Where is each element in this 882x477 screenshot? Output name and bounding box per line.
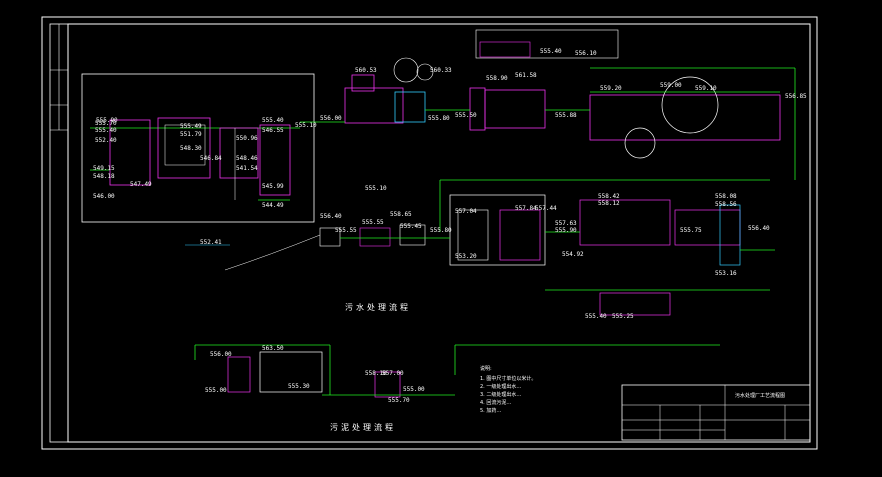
elev-label: 552.41 [200, 239, 222, 246]
clarifier-section: 557.04 557.84 557.44 557.63 558.42 558.1… [439, 179, 775, 375]
elev-label: 555.40 [540, 48, 562, 55]
elev-label: 557.84 [515, 205, 537, 212]
elev-label: 559.20 [600, 85, 622, 92]
elev-label: 541.54 [236, 165, 258, 172]
binding-strip [49, 23, 69, 443]
elev-label: 559.00 [660, 82, 682, 89]
elev-label: 548.18 [93, 173, 115, 180]
elev-label: 555.70 [388, 397, 410, 404]
elev-label: 558.10 [365, 370, 387, 377]
dosing-unit: 555.40 555.25 [585, 292, 671, 320]
sludge-section-title: 污泥处理流程 [330, 422, 396, 432]
elev-label: 550.96 [236, 135, 258, 142]
elev-label: 551.79 [180, 131, 202, 138]
elev-label: 548.46 [236, 155, 258, 162]
elev-label: 558.12 [598, 200, 620, 207]
elev-label: 553.20 [455, 253, 477, 260]
aeration-basin: 555.40 556.10 558.90 561.58 559.20 559.1… [455, 29, 807, 180]
elev-label: 558.90 [486, 75, 508, 82]
elev-label: 557.04 [455, 208, 477, 215]
elev-label: 549.15 [93, 165, 115, 172]
elev-label: 552.40 [95, 137, 117, 144]
inlet-structures: 560.53 560.33 556.00 555.10 555.80 555.1… [295, 57, 460, 192]
elev-label: 555.45 [400, 223, 422, 230]
elev-label: 560.53 [355, 67, 377, 74]
elev-label: 555.75 [680, 227, 702, 234]
elev-label: 547.49 [130, 181, 152, 188]
elev-label: 555.30 [288, 383, 310, 390]
elev-label: 558.08 [715, 193, 737, 200]
elev-label: 555.90 [555, 227, 577, 234]
elev-label: 559.10 [695, 85, 717, 92]
note-line: 1. 图中尺寸单位以米计。 [480, 375, 536, 382]
note-line: 3. 二级处理出水… [480, 391, 521, 398]
elev-label: 558.65 [390, 211, 412, 218]
elev-label: 555.55 [335, 227, 357, 234]
elev-label: 555.10 [295, 122, 317, 129]
outfall-section: 552.41 556.40 555.55 555.55 558.65 555.4… [185, 211, 452, 271]
elev-label: 555.88 [555, 112, 577, 119]
elev-label: 555.40 [95, 127, 117, 134]
outer-frame [41, 16, 818, 450]
title-block: 污水处理厂工艺流程图 [621, 384, 811, 441]
elev-label: 555.00 [205, 387, 227, 394]
elev-label: 555.40 [585, 313, 607, 320]
elev-label: 546.55 [262, 127, 284, 134]
elev-label: 555.90 [96, 117, 118, 124]
notes-heading: 说明: [480, 365, 492, 372]
elev-label: 555.80 [430, 227, 452, 234]
elev-label: 546.84 [200, 155, 222, 162]
elev-label: 555.50 [455, 112, 477, 119]
elev-label: 556.85 [785, 93, 807, 100]
elev-label: 555.25 [612, 313, 634, 320]
elev-label: 556.40 [748, 225, 770, 232]
note-line: 2. 一级处理出水… [480, 383, 521, 390]
inset-detail-box: 555.70 555.90 555.40 552.40 549.15 548.1… [81, 73, 315, 223]
elev-label: 546.00 [93, 193, 115, 200]
elev-label: 555.40 [262, 117, 284, 124]
sludge-section: 556.00 563.50 555.00 555.30 558.10 557.0… [194, 344, 455, 404]
elev-label: 555.49 [180, 123, 202, 130]
elev-label: 556.10 [575, 50, 597, 57]
elev-label: 555.70 [95, 120, 117, 127]
elev-label: 544.49 [262, 202, 284, 209]
elev-label: 557.44 [535, 205, 557, 212]
elev-label: 545.99 [262, 183, 284, 190]
elev-label: 555.10 [365, 185, 387, 192]
elev-label: 561.58 [515, 72, 537, 79]
elev-label: 553.16 [715, 270, 737, 277]
sewage-section-title: 污水处理流程 [345, 302, 411, 312]
note-line: 4. 回流污泥… [480, 399, 511, 406]
elev-label: 556.00 [210, 351, 232, 358]
elev-label: 555.80 [428, 115, 450, 122]
elev-label: 555.55 [362, 219, 384, 226]
elev-label: 557.63 [555, 220, 577, 227]
elev-label: 554.92 [562, 251, 584, 258]
elev-label: 555.00 [403, 386, 425, 393]
drawing-title: 污水处理厂工艺流程图 [735, 392, 785, 399]
elev-label: 558.56 [715, 201, 737, 208]
note-line: 5. 加药… [480, 407, 501, 414]
elev-label: 563.50 [262, 345, 284, 352]
elev-label: 560.33 [430, 67, 452, 74]
elev-label: 556.00 [320, 115, 342, 122]
elev-label: 556.40 [320, 213, 342, 220]
elev-label: 557.00 [382, 370, 404, 377]
elev-label: 548.30 [180, 145, 202, 152]
notes-block: 说明: 1. 图中尺寸单位以米计。 2. 一级处理出水… 3. 二级处理出水… … [480, 365, 536, 414]
elev-label: 558.42 [598, 193, 620, 200]
